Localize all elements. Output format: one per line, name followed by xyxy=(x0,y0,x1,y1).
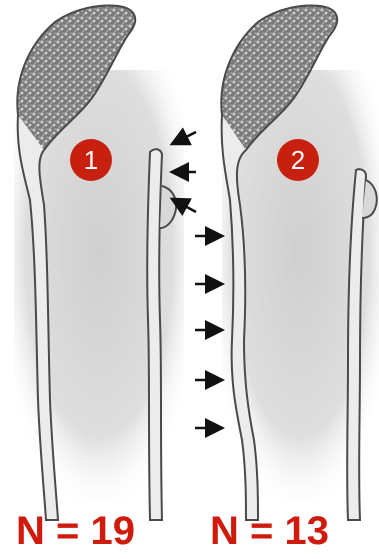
panel-2-badge: 2 xyxy=(277,139,319,181)
right-cortex xyxy=(147,149,162,520)
panel-1-badge: 1 xyxy=(70,139,112,181)
panel-1: 1 xyxy=(14,6,184,520)
panel-2-count-label: N = 13 xyxy=(210,507,329,555)
panel-2: 2 xyxy=(221,6,379,520)
badge-number: 2 xyxy=(291,145,305,175)
panel-1-count-label: N = 19 xyxy=(16,507,135,555)
badge-number: 1 xyxy=(84,145,98,175)
arrows-toward-panel-2 xyxy=(195,236,220,428)
